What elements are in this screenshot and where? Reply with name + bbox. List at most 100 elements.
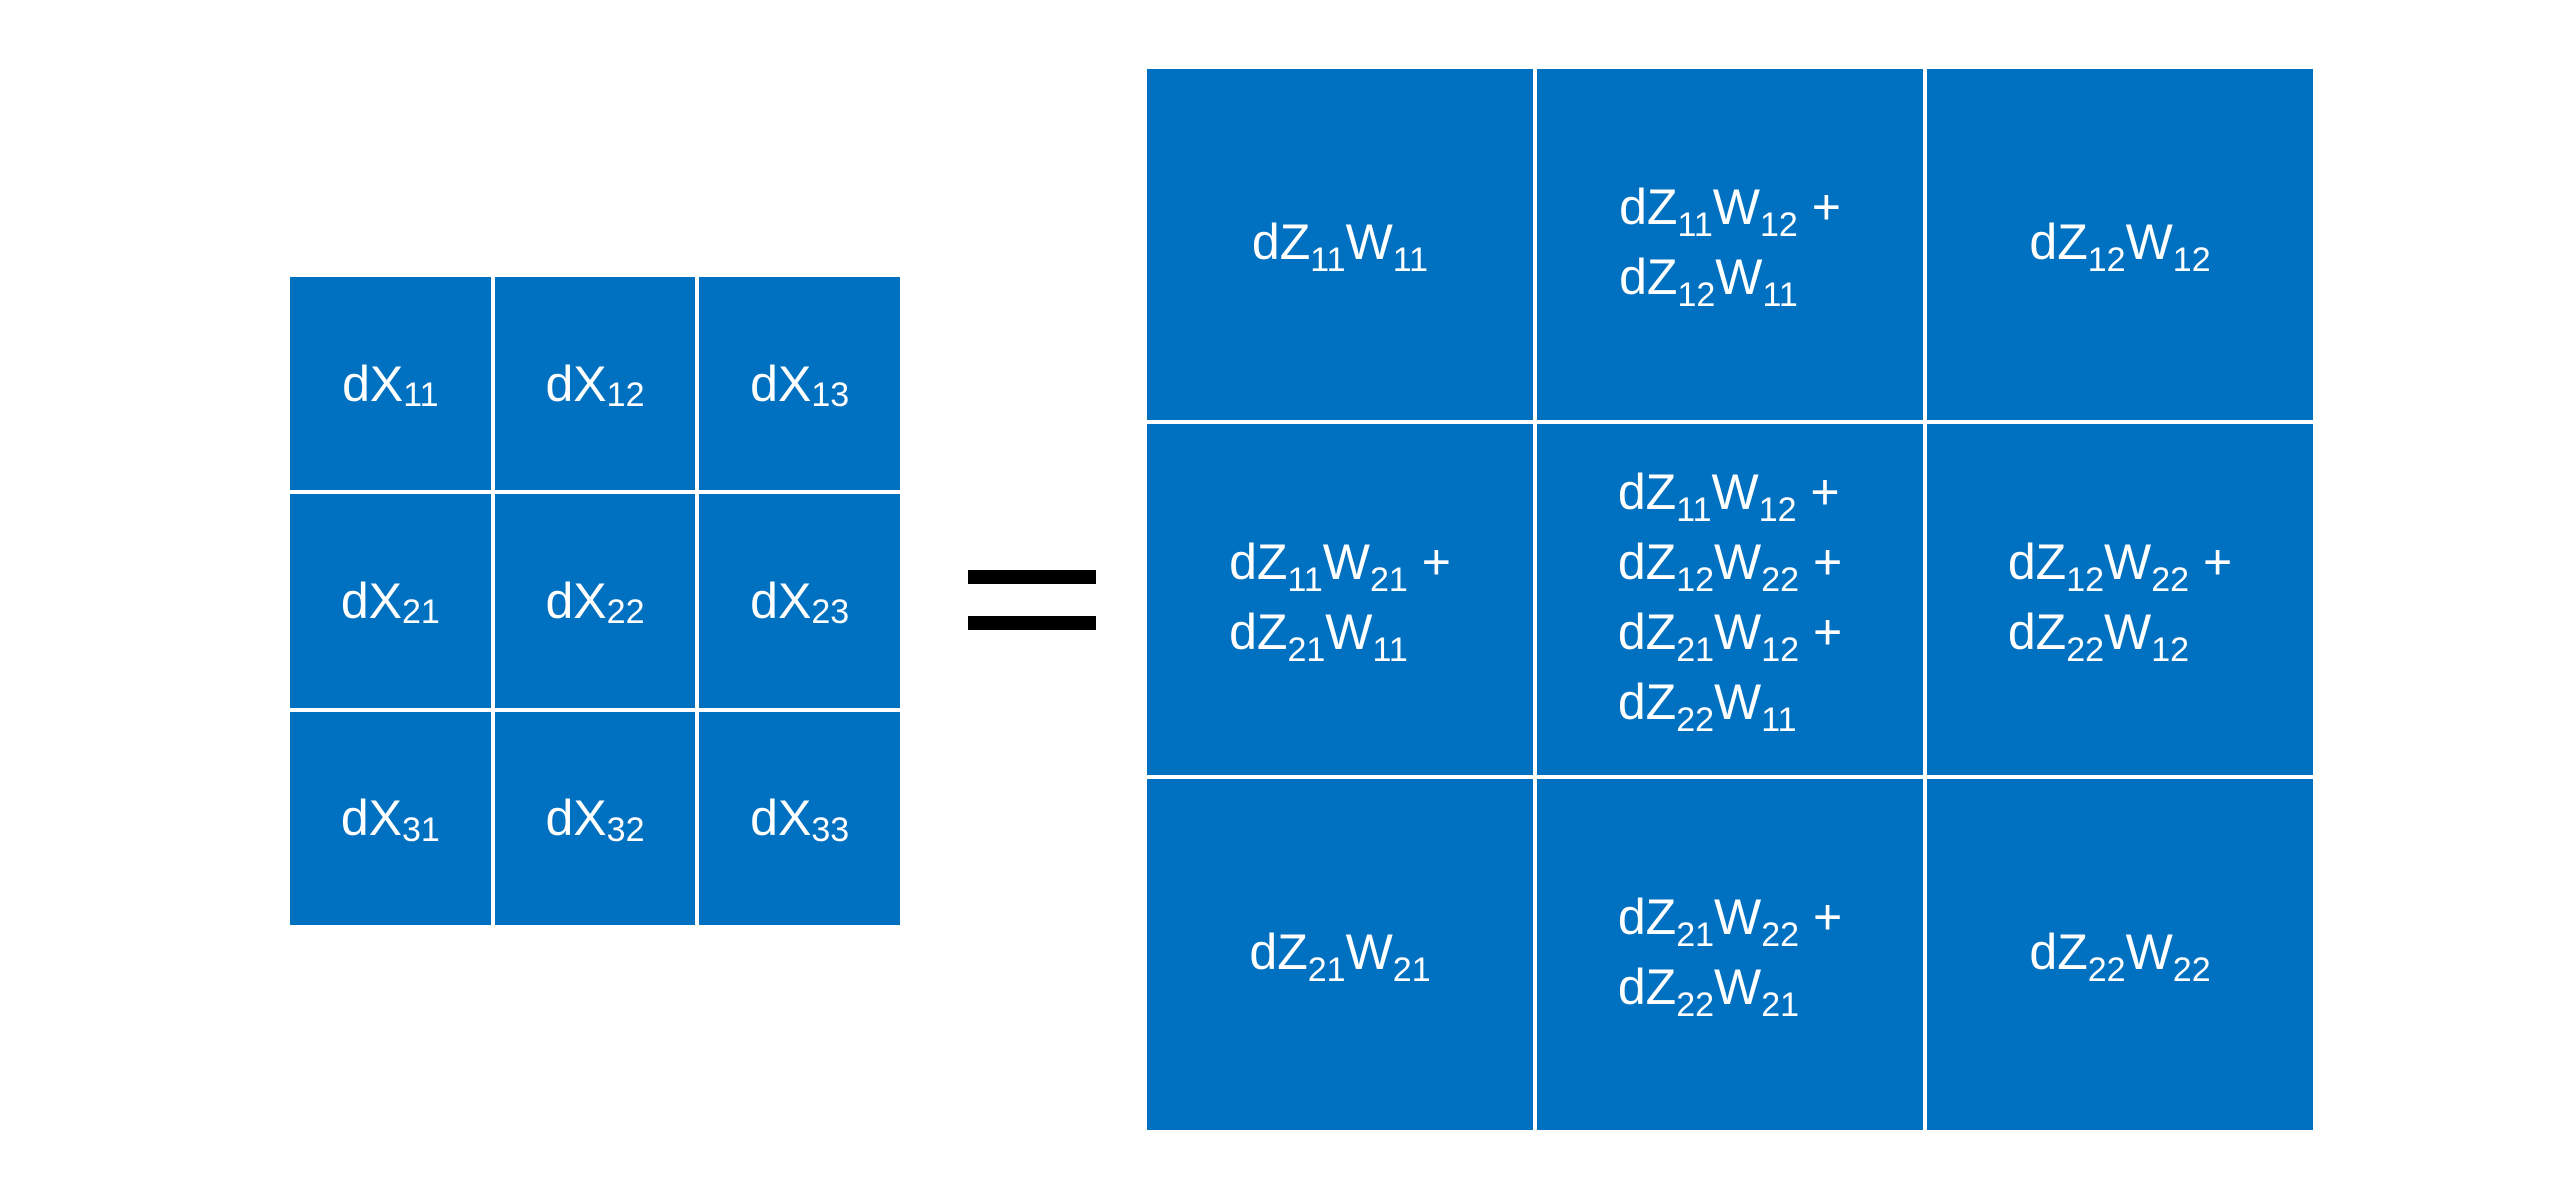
dz-subscript: 11 xyxy=(1677,205,1713,244)
w-symbol: W xyxy=(1345,923,1393,980)
expression-lines: dZ11W11 xyxy=(1252,210,1428,280)
dz-symbol: dZ xyxy=(1617,533,1677,590)
w-subscript: 21 xyxy=(1369,560,1408,599)
dz-subscript: 22 xyxy=(2087,950,2126,989)
dz-subscript: 12 xyxy=(1676,560,1715,599)
dz-subscript: 21 xyxy=(1676,630,1715,669)
dz-subscript: 21 xyxy=(1676,915,1715,954)
dz-symbol: dZ xyxy=(2029,213,2088,270)
w-subscript: 12 xyxy=(2151,630,2190,669)
expression-term: dZ12W12 xyxy=(2029,210,2210,280)
dx-cell-base: dX xyxy=(340,790,402,847)
w-subscript: 11 xyxy=(1762,275,1798,314)
plus-sign: + xyxy=(1799,888,1843,945)
w-subscript: 22 xyxy=(1761,915,1800,954)
dz-subscript: 21 xyxy=(1307,950,1346,989)
w-symbol: W xyxy=(1714,603,1762,660)
w-symbol: W xyxy=(1714,958,1762,1015)
equals-bar-bottom xyxy=(968,616,1096,630)
dz-symbol: dZ xyxy=(2029,923,2088,980)
dx-cell-subscript: 33 xyxy=(811,810,850,849)
expression-term: dZ12W22 + xyxy=(2008,530,2232,600)
expression-term: dZ22W11 xyxy=(1618,670,1797,740)
plus-sign: + xyxy=(1407,533,1451,590)
dz-symbol: dZ xyxy=(1229,603,1288,660)
w-subscript: 12 xyxy=(2172,240,2211,279)
dx-cell-base: dX xyxy=(750,355,812,412)
expression-term: dZ22W22 xyxy=(2029,920,2210,990)
w-symbol: W xyxy=(2125,213,2173,270)
w-subscript: 21 xyxy=(1392,950,1431,989)
equals-bar-top xyxy=(968,570,1096,584)
expression-lines: dZ21W21 xyxy=(1249,920,1430,990)
plus-sign: + xyxy=(1799,533,1843,590)
dx-cell-subscript: 21 xyxy=(402,593,440,632)
dz-subscript: 12 xyxy=(1677,275,1716,314)
expression-term: dZ12W22 + xyxy=(1618,530,1842,600)
expression-term: dZ11W21 + xyxy=(1229,530,1451,600)
dx-cell-subscript: 23 xyxy=(811,593,850,632)
dx-cell-subscript: 22 xyxy=(606,593,645,632)
w-subscript: 22 xyxy=(2172,950,2211,989)
expression-term: dZ11W12 + xyxy=(1618,460,1840,530)
dx-cell-subscript: 31 xyxy=(402,810,440,849)
dx-cell-base: dX xyxy=(750,572,812,629)
expression-term: dZ12W11 xyxy=(1619,245,1798,315)
dz-symbol: dZ xyxy=(1617,603,1677,660)
dz-symbol: dZ xyxy=(1617,673,1677,730)
dz-symbol: dZ xyxy=(1617,463,1677,520)
expression-term: dZ21W22 + xyxy=(1618,885,1842,955)
dz-subscript: 22 xyxy=(2066,630,2105,669)
dx-cell-subscript: 13 xyxy=(811,376,850,415)
expression-term: dZ11W11 xyxy=(1252,210,1428,280)
w-symbol: W xyxy=(1345,213,1393,270)
expression-lines: dZ11W21 +dZ21W11 xyxy=(1229,530,1451,670)
expression-lines: dZ21W22 +dZ22W21 xyxy=(1618,885,1842,1025)
dx-cell-base: dX xyxy=(750,790,812,847)
w-subscript: 11 xyxy=(1392,240,1429,279)
w-subscript: 11 xyxy=(1372,630,1408,669)
w-symbol: W xyxy=(1714,673,1762,730)
expression-cell: dZ21W22 +dZ22W21 xyxy=(1537,779,1923,1130)
w-symbol: W xyxy=(1322,533,1370,590)
expression-lines: dZ22W22 xyxy=(2029,920,2210,990)
dz-symbol: dZ xyxy=(1229,533,1288,590)
dz-symbol: dZ xyxy=(1251,213,1311,270)
w-subscript: 12 xyxy=(1758,490,1797,529)
dx-cell-base: dX xyxy=(545,790,607,847)
w-subscript: 11 xyxy=(1761,700,1797,739)
dx-cell-base: dX xyxy=(342,355,404,412)
dz-symbol: dZ xyxy=(1617,958,1677,1015)
plus-sign: + xyxy=(1799,603,1843,660)
w-symbol: W xyxy=(1325,603,1373,660)
dx-cell-subscript: 32 xyxy=(606,810,645,849)
dz-symbol: dZ xyxy=(2007,603,2067,660)
expression-lines: dZ12W12 xyxy=(2029,210,2210,280)
dz-symbol: dZ xyxy=(1619,178,1678,235)
dx-cell-subscript: 11 xyxy=(403,376,439,415)
expression-term: dZ21W12 + xyxy=(1618,600,1842,670)
dz-subscript: 11 xyxy=(1676,490,1712,529)
dz-subscript: 11 xyxy=(1287,560,1323,599)
w-symbol: W xyxy=(1715,248,1763,305)
expression-lines: dZ11W12 +dZ12W11 xyxy=(1619,175,1841,315)
dz-subscript: 12 xyxy=(2066,560,2105,599)
dx-cell-base: dX xyxy=(545,355,607,412)
expression-cell: dZ11W12 +dZ12W11 xyxy=(1537,69,1923,420)
expression-cell: dZ12W12 xyxy=(1927,69,2313,420)
w-symbol: W xyxy=(1711,463,1759,520)
w-subscript: 21 xyxy=(1761,985,1800,1024)
plus-sign: + xyxy=(2189,533,2233,590)
w-symbol: W xyxy=(1714,533,1762,590)
dz-subscript: 22 xyxy=(1676,700,1715,739)
expression-cell: dZ11W12 +dZ12W22 +dZ21W12 +dZ22W11 xyxy=(1537,424,1923,775)
expression-term: dZ11W12 + xyxy=(1619,175,1841,245)
dz-subscript: 22 xyxy=(1676,985,1715,1024)
